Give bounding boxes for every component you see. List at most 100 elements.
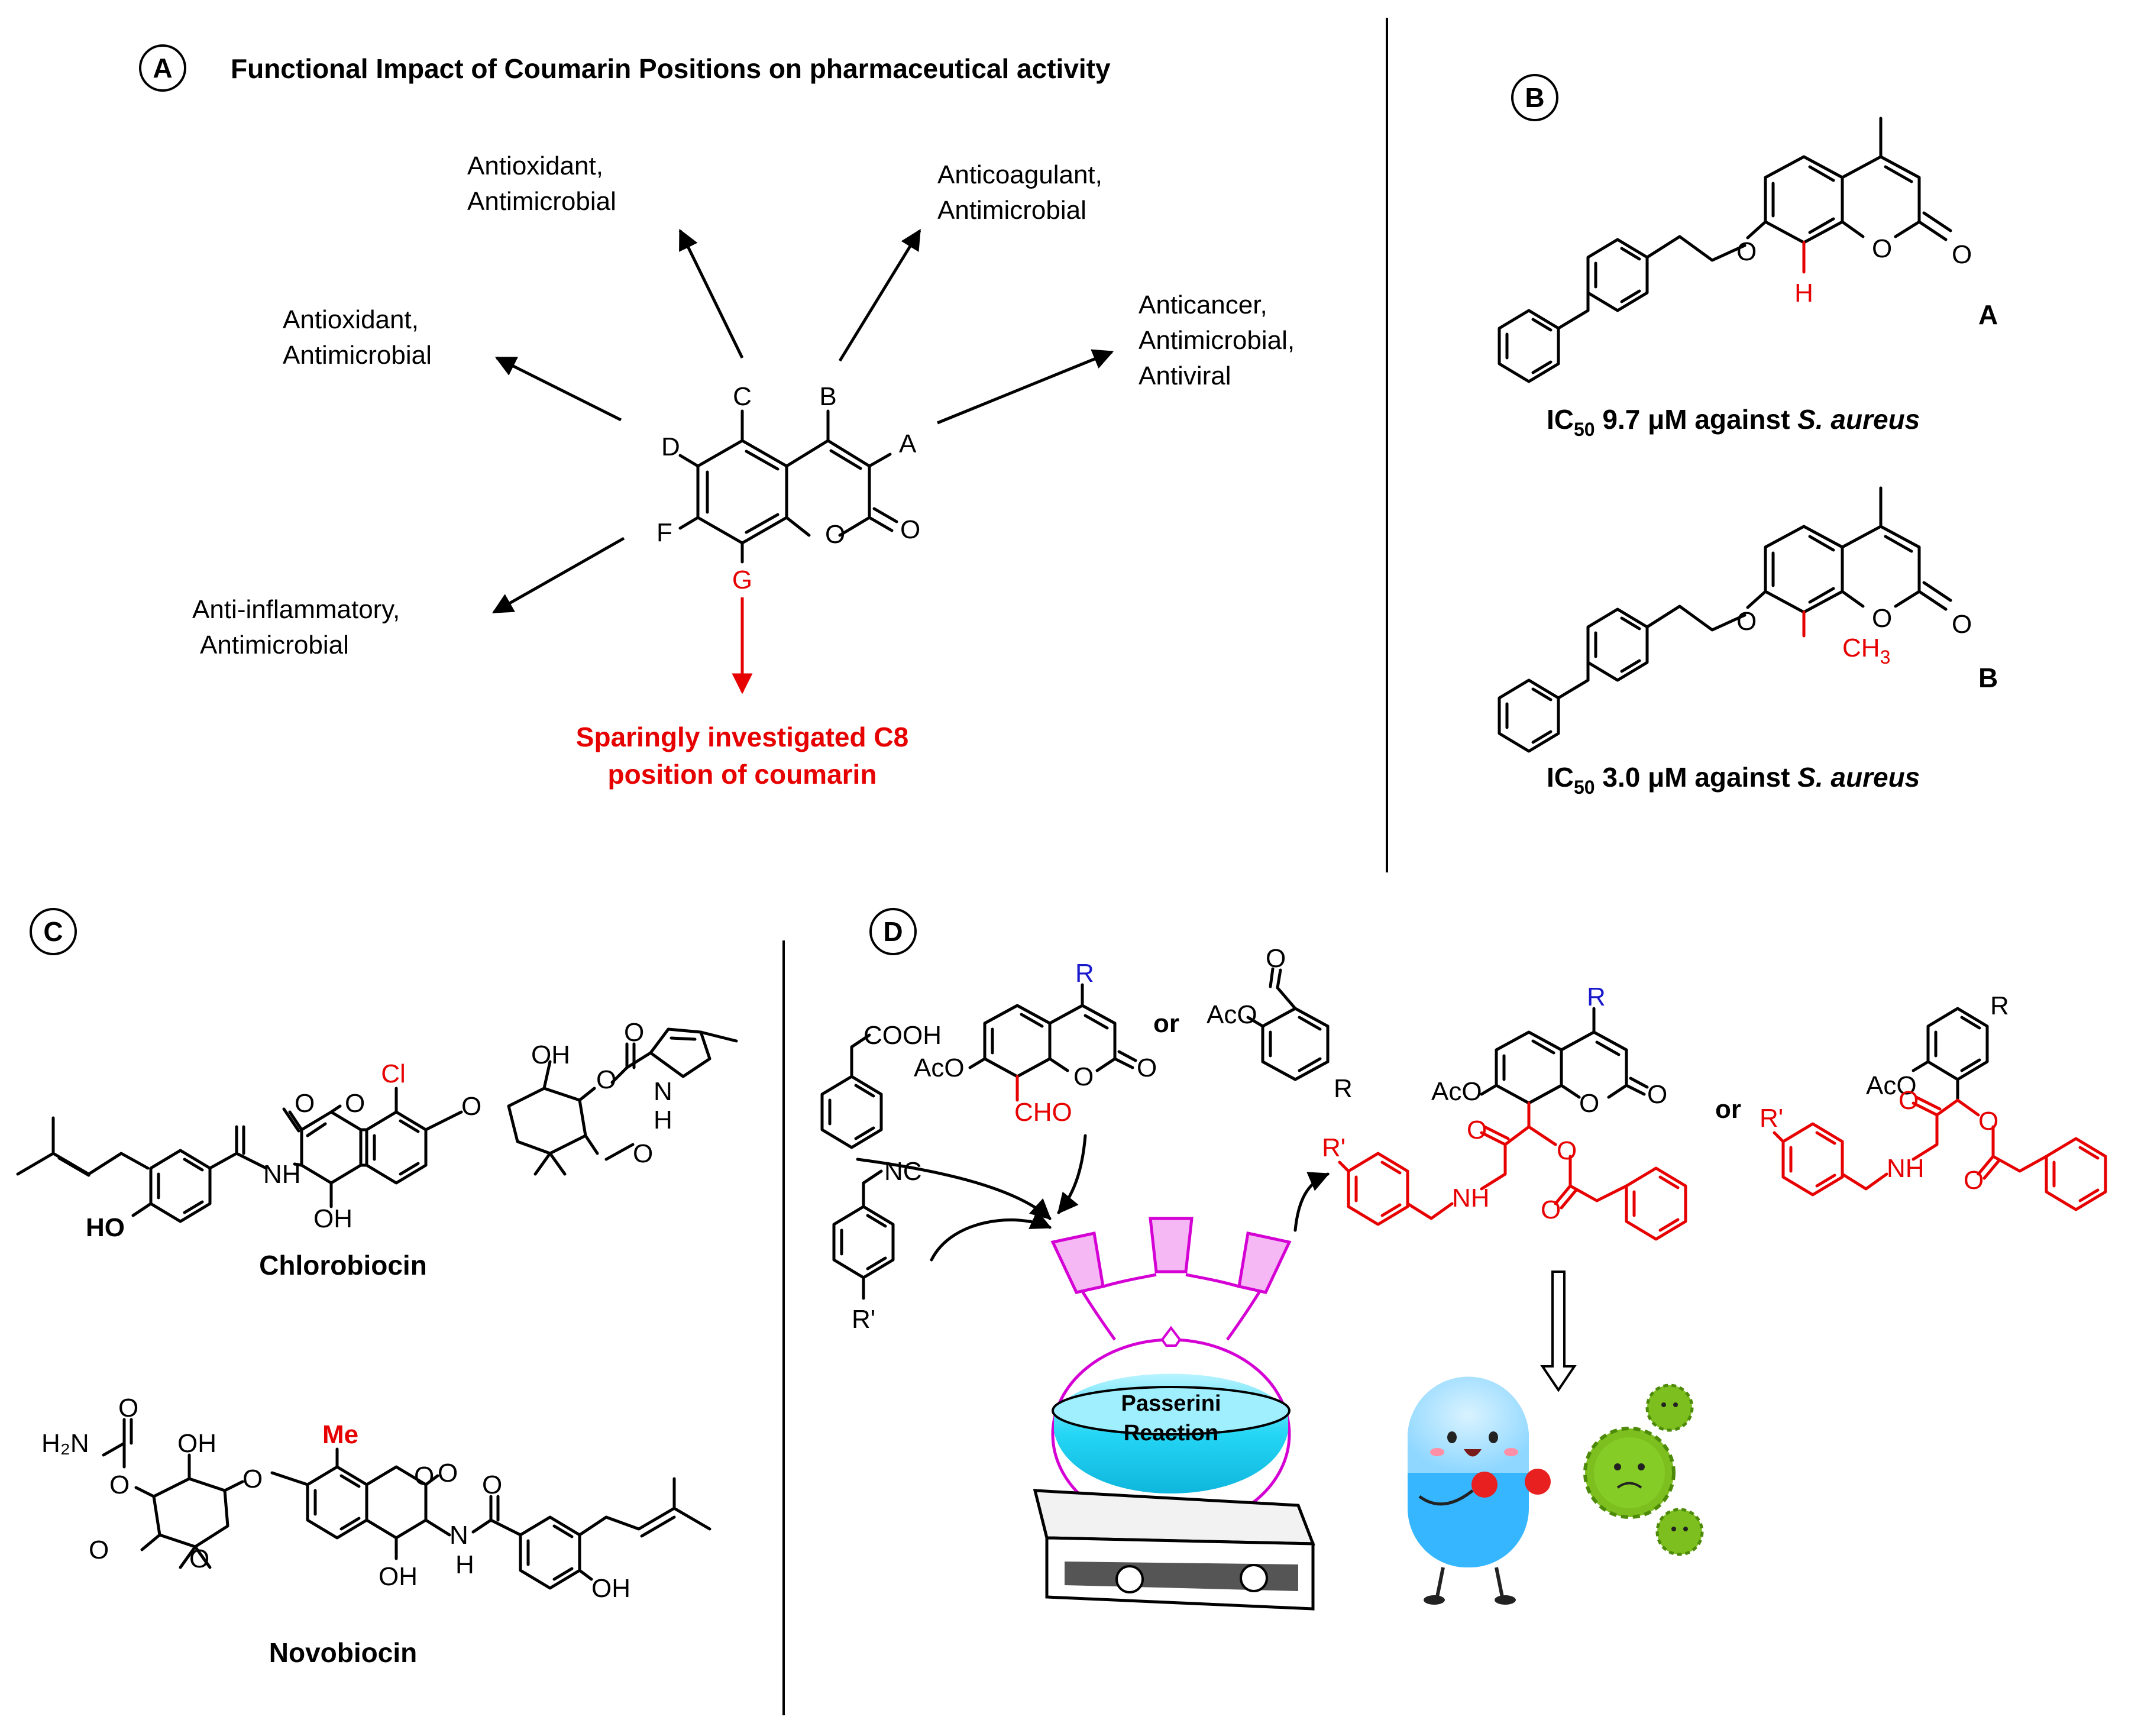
reagent-r-prime: R' [852,1305,875,1334]
chlorobiocin-ring-o: O [345,1089,365,1118]
novobiocin-h2n: H₂N [41,1429,89,1458]
compound-a-ring-o: O [1872,234,1892,263]
arrow-aldehyde-in [1057,1134,1087,1214]
product2-amide-o: O [1899,1086,1919,1115]
compound-a-ether-o: O [1736,237,1757,266]
chlorobiocin-cl: Cl [381,1059,406,1088]
compound-a-ic50: IC50 9.7 μM against S. aureus [1547,404,1920,440]
chlorobiocin-carbonyl-o: O [624,1018,644,1047]
pos-c: C [733,382,752,411]
novobiocin-ome: O [89,1535,109,1564]
reagent-aco: AcO [914,1053,965,1082]
formyl-coumarin [968,983,1137,1102]
chlorobiocin-pyrrole-n: N [654,1077,672,1106]
virus-large [1583,1427,1676,1519]
arrow-b [838,229,921,362]
arrow-c [678,228,744,359]
activity-c-2: Antimicrobial [467,187,616,216]
activity-a-1: Anticancer, [1139,290,1267,319]
product-lactone-o: O [1647,1080,1667,1109]
reagent-nc: NC [884,1157,922,1186]
core-ring-oxygen: O [825,520,845,549]
pos-f: F [656,518,672,547]
flask-label-1: Passerini [1121,1391,1221,1416]
aco-benzaldehyde [1246,967,1330,1081]
product-ester-o: O [1557,1136,1577,1165]
chlorobiocin-ho: HO [86,1213,125,1242]
flask-label-2: Reaction [1124,1421,1218,1446]
arrow-d [494,356,622,422]
product-ester-co: O [1541,1195,1561,1224]
panel-c-letter: C [43,916,63,947]
core-carbonyl-oxygen: O [900,515,920,544]
novobiocin-phenol-oh: OH [591,1574,630,1603]
product2-r: R [1990,991,2009,1020]
novobiocin-structure [102,1418,711,1590]
chlorobiocin-structure [16,1027,738,1223]
chlorobiocin-nh: NH [263,1160,301,1189]
chlorobiocin-sugar-oh: OH [531,1040,570,1069]
hot-plate [1033,1489,1315,1611]
chlorobiocin-pyrrole-h: H [654,1105,672,1134]
activity-a-3: Antiviral [1139,361,1231,390]
novobiocin-name: Novobiocin [269,1637,417,1668]
c8-note-line1: Sparingly investigated C8 [576,722,908,752]
product-ring-o: O [1579,1089,1599,1118]
panel-b-letter: B [1525,82,1544,113]
chlorobiocin-ome: O [633,1139,653,1168]
panel-b-badge [1511,74,1558,121]
compound-b-c8-methyl: CH3 [1842,633,1890,668]
chlorobiocin-glyco-o: O [461,1092,481,1121]
compound-a-label: A [1978,299,1998,330]
phenylacetic-acid [820,1033,883,1149]
activity-d-2: Antimicrobial [283,341,432,370]
three-neck-flask [1050,1217,1292,1531]
compound-b-ic50: IC50 3.0 μM against S. aureus [1547,762,1920,798]
hollow-down-arrow [1540,1271,1577,1392]
product-aco: AcO [1431,1077,1482,1106]
panel-d-letter: D [883,916,903,947]
compound-a-carbonyl-o: O [1952,240,1972,269]
product-nh: NH [1452,1184,1490,1213]
panel-a-title: Functional Impact of Coumarin Positions … [231,53,1111,84]
activity-c-1: Antioxidant, [467,151,603,180]
panel-a: A Functional Impact of Coumarin Position… [139,44,1295,790]
activity-a-2: Antimicrobial, [1139,326,1295,355]
panel-b: B O O O [1498,74,1998,798]
novobiocin-sugar-oh: OH [177,1429,216,1458]
pos-b: B [819,382,836,411]
product-amide-o: O [1467,1116,1487,1145]
activity-f-1: Anti-inflammatory, [192,595,400,624]
novobiocin-carbamate-ester-o: O [109,1470,130,1499]
reagent-cooh: COOH [863,1021,942,1050]
product-r-prime: R' [1322,1133,1346,1162]
panel-d: D COOH NC R' [820,908,2107,1611]
benzyl-isocyanide [832,1169,895,1300]
panel-c: C [16,908,738,1668]
reagent-aldehyde-o: O [1266,944,1286,973]
novobiocin-oh: OH [379,1562,418,1591]
chlorobiocin-name: Chlorobiocin [259,1250,427,1281]
chlorobiocin-lactone-o: O [295,1089,315,1118]
activity-f-2: Antimicrobial [200,631,349,660]
virus-small-top [1645,1383,1694,1432]
compound-b-structure [1498,486,1952,753]
virus-small-bottom [1655,1508,1704,1556]
reagent-r-blue: R [1075,959,1094,988]
novobiocin-ring-o: O [414,1462,434,1491]
novobiocin-n: N [449,1521,468,1550]
c8-note-line2: position of coumarin [608,759,877,790]
reagent-coumarin-o: O [1073,1062,1094,1091]
arrow-f [491,536,625,614]
activity-b-1: Anticoagulant, [937,160,1102,189]
compound-a-structure [1498,117,1952,383]
arrow-flask-out [1293,1172,1330,1232]
novobiocin-glyco-o: O [242,1465,263,1493]
reagent-r-sub: R [1334,1074,1353,1103]
panel-a-badge [139,44,186,92]
pos-a: A [899,429,917,458]
novobiocin-lactone-o: O [438,1459,458,1488]
reagent-cho: CHO [1014,1098,1072,1127]
